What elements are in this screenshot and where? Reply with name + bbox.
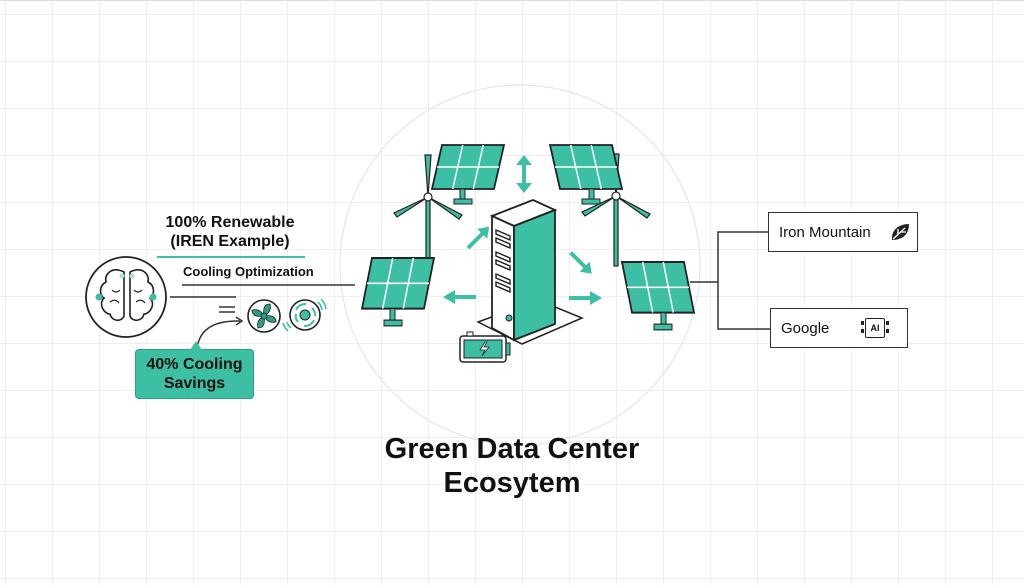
title-line2: Ecosytem bbox=[443, 467, 581, 499]
ecosystem-ring bbox=[339, 84, 701, 446]
arrow-up-down-icon bbox=[516, 155, 532, 193]
page-title: Green Data Center Ecosytem bbox=[0, 432, 1024, 500]
arrow-up-right-icon bbox=[569, 251, 592, 274]
callout-line1: 40% Cooling bbox=[146, 356, 243, 373]
arrow-up-left-icon bbox=[466, 226, 490, 250]
ai-chip-label: AI bbox=[870, 323, 880, 333]
wind-turbine-icon bbox=[393, 154, 463, 268]
renewable-line2: (IREN Example) bbox=[170, 233, 290, 250]
brain-icon bbox=[85, 256, 167, 338]
cooling-optimization-label: Cooling Optimization bbox=[183, 264, 314, 279]
airflow-icon bbox=[282, 298, 327, 332]
partner-iron-mountain: Iron Mountain bbox=[768, 212, 918, 252]
fan-icon bbox=[247, 299, 281, 333]
callout-arrow bbox=[196, 320, 241, 350]
callout-pointer bbox=[190, 341, 202, 350]
chip-pins bbox=[861, 321, 889, 333]
energy-arrows bbox=[443, 155, 602, 305]
leaf-icon bbox=[891, 224, 909, 240]
solar-panel-icon bbox=[360, 256, 436, 327]
top-border bbox=[0, 0, 1024, 1]
renewable-line1: 100% Renewable bbox=[165, 214, 295, 231]
ai-chip-icon: AI bbox=[865, 318, 885, 338]
partner-google: Google AI bbox=[770, 308, 908, 348]
arrow-right-icon bbox=[569, 291, 602, 305]
partner-branch bbox=[717, 231, 770, 330]
partner-name: Google bbox=[781, 319, 830, 337]
wind-turbine-icon bbox=[581, 153, 651, 267]
solar-panel-icon bbox=[620, 260, 696, 331]
callout-line2: Savings bbox=[163, 375, 226, 392]
cooling-savings-callout: 40% Cooling Savings bbox=[135, 349, 254, 399]
title-line1: Green Data Center bbox=[384, 433, 640, 465]
solar-panel-icon bbox=[549, 144, 623, 205]
server-tower-icon bbox=[476, 199, 584, 345]
renewable-label: 100% Renewable (IREN Example) bbox=[140, 213, 320, 251]
partner-name: Iron Mountain bbox=[779, 223, 871, 241]
battery-icon bbox=[459, 331, 511, 363]
solar-panel-icon bbox=[431, 144, 505, 205]
arrow-left-icon bbox=[443, 290, 476, 304]
